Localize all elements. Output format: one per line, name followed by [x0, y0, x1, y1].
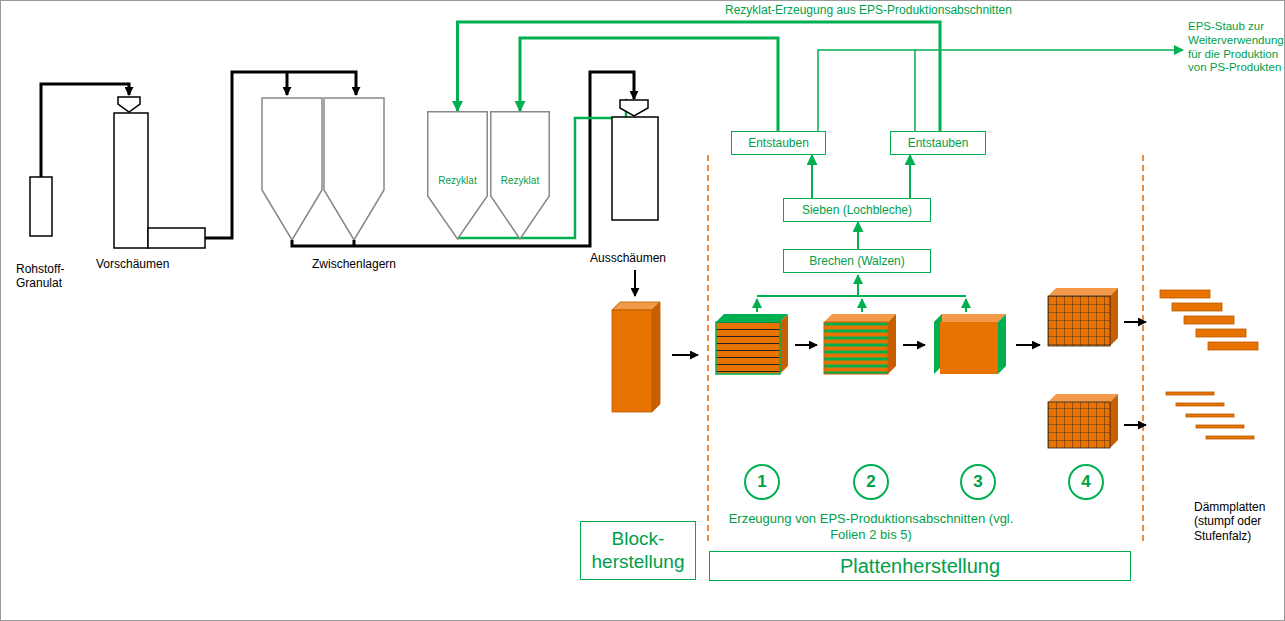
box-label: Plattenherstellung: [840, 554, 1000, 578]
flow-connector: [909, 155, 911, 198]
insulation-board: [1184, 316, 1234, 324]
callout-number: 3: [973, 472, 982, 492]
insulation-board: [1196, 425, 1244, 428]
flow-connector: [857, 222, 859, 249]
box-label: Brechen (Walzen): [809, 254, 905, 268]
box-label: Sieben (Lochbleche): [802, 203, 912, 217]
insulation-board: [1186, 414, 1234, 417]
flow-connector: [520, 38, 778, 131]
step-label: Zwischenlagern: [312, 257, 396, 271]
step-label: Rohstoff- Granulat: [16, 262, 80, 291]
process-box: Brechen (Walzen): [783, 249, 931, 273]
output-note: EPS-Staub zur Weiterverwendung für die P…: [1188, 20, 1282, 75]
section-note: Erzeugung von EPS-Produktionsabschnitten…: [725, 511, 1017, 542]
storage-silo: Rezyklat: [427, 111, 488, 240]
storage-silo: Rezyklat: [490, 111, 550, 240]
product-label: Dämmplatten (stumpf oder Stufenfalz): [1194, 500, 1282, 543]
box-label: Block- herstellung: [587, 528, 689, 574]
silo-label: Rezyklat: [427, 175, 488, 187]
insulation-board: [1208, 342, 1258, 350]
callout-number: 2: [866, 472, 875, 492]
insulation-board: [1176, 403, 1224, 406]
box-label: Entstauben: [908, 136, 969, 150]
flow-connector: [811, 155, 813, 198]
process-box: Entstauben: [731, 131, 826, 155]
insulation-board: [1166, 392, 1214, 395]
phase-box: Plattenherstellung: [709, 551, 1131, 581]
process-box: Sieben (Lochbleche): [783, 198, 931, 222]
step-circle: 1: [744, 464, 780, 500]
callout-number: 1: [757, 472, 766, 492]
process-box: Entstauben: [890, 131, 986, 155]
insulation-board: [1160, 290, 1210, 298]
section-title: Rezyklat-Erzeugung aus EPS-Produktionsab…: [725, 3, 1012, 17]
phase-box: Block- herstellung: [580, 521, 696, 580]
step-label: Vorschäumen: [96, 257, 169, 271]
step-circle: 4: [1068, 464, 1104, 500]
step-label: Ausschäumen: [590, 251, 666, 265]
callout-number: 4: [1081, 472, 1090, 492]
insulation-board: [1206, 436, 1254, 439]
step-circle: 2: [853, 464, 889, 500]
silo-label: Rezyklat: [490, 175, 550, 187]
insulation-board: [1196, 329, 1246, 337]
box-label: Entstauben: [748, 136, 809, 150]
step-circle: 3: [960, 464, 996, 500]
insulation-board: [1172, 303, 1222, 311]
